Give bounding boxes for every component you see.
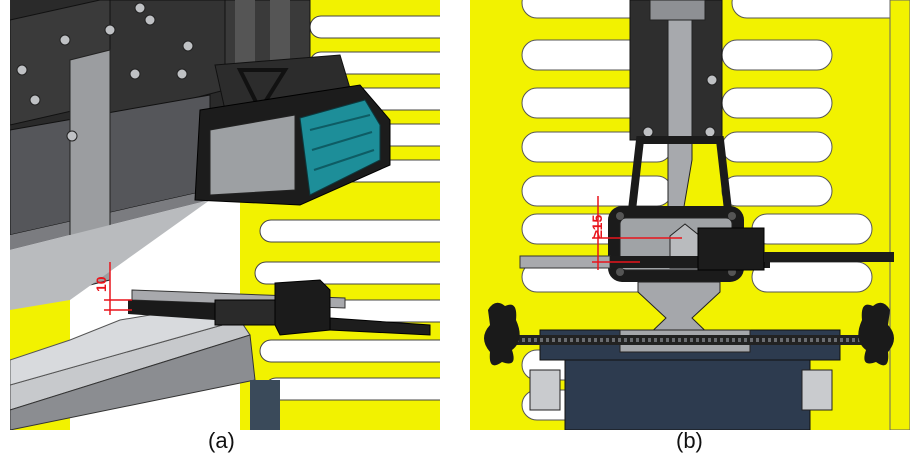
sensor-housing	[194, 84, 391, 206]
gauge-probe	[519, 227, 894, 271]
dimension-15	[592, 196, 682, 270]
bolt-icons	[16, 2, 194, 142]
lower-die	[10, 299, 280, 430]
panel-b: ≥15	[470, 0, 910, 430]
dimension-10	[104, 262, 132, 315]
clamp-base	[510, 329, 865, 430]
caption-a: (a)	[208, 428, 235, 453]
gauge-probe	[128, 279, 431, 336]
caption-b: (b)	[676, 428, 703, 453]
dimension-label-10: 10	[93, 276, 109, 292]
panel-a: 10	[10, 0, 440, 430]
panel-b-drawing: ≥15	[470, 0, 910, 430]
dimension-label-15: ≥15	[589, 215, 605, 238]
press-beam	[10, 0, 240, 310]
panel-a-drawing: 10	[10, 0, 440, 430]
plate-edge	[889, 0, 910, 430]
knob-icons	[484, 302, 894, 366]
